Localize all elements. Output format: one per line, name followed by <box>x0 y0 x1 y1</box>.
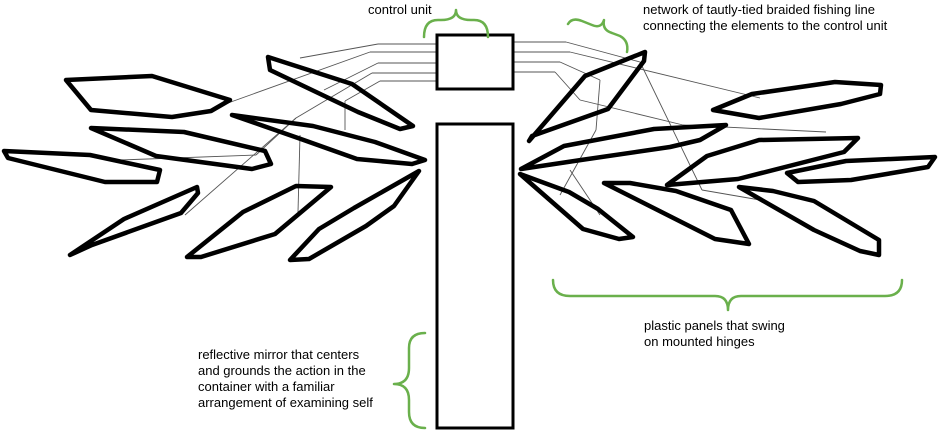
mirror-label: reflective mirror that centers and groun… <box>198 347 373 411</box>
plastic-panel <box>784 154 938 185</box>
plastic-panel <box>287 168 422 263</box>
fishing-line <box>569 51 761 99</box>
control-unit-box <box>435 33 515 91</box>
fishing-line <box>299 43 379 59</box>
plastic-panel <box>63 73 233 120</box>
plastic-panel <box>526 49 648 144</box>
control-unit-label: control unit <box>368 2 432 18</box>
network-label-line-1: network of tautly-tied braided fishing l… <box>643 2 875 17</box>
mirror-bracket <box>392 331 427 430</box>
panels-bracket <box>551 278 904 312</box>
plastic-panel <box>664 135 861 188</box>
panels-label-line-1: plastic panels that swing <box>644 318 785 333</box>
network-bracket <box>566 18 629 54</box>
plastic-panel <box>229 112 428 167</box>
fishing-line <box>227 51 371 104</box>
reflective-mirror <box>435 122 515 430</box>
plastic-panel <box>736 184 882 258</box>
plastic-panel <box>67 184 201 258</box>
fishing-line <box>595 79 601 131</box>
fishing-line <box>295 72 373 119</box>
left-panels <box>1 54 428 263</box>
plastic-panel <box>710 79 884 121</box>
fishing-line <box>701 189 761 201</box>
fishing-line <box>559 61 601 81</box>
plastic-panel <box>601 180 752 247</box>
plastic-panel <box>1 148 163 185</box>
panels-label: plastic panels that swing on mounted hin… <box>644 318 785 350</box>
plastic-panel <box>518 122 729 172</box>
plastic-panel <box>517 171 636 242</box>
mirror-label-line-1: reflective mirror that centers <box>198 347 360 362</box>
fishing-line <box>579 99 684 126</box>
fishing-line <box>554 71 581 101</box>
fishing-line <box>323 62 379 91</box>
right-panels <box>517 49 938 258</box>
fishing-line <box>119 154 257 161</box>
network-label-line-2: connecting the elements to the control u… <box>643 18 888 33</box>
fishing-line <box>297 134 301 213</box>
plastic-panel <box>184 183 334 260</box>
control-unit-bracket <box>422 8 490 39</box>
mirror-label-line-3: container with a familiar <box>198 379 335 394</box>
mirror-label-line-4: arrangement of examining self <box>198 395 373 410</box>
control-unit-label-text: control unit <box>368 2 432 17</box>
plastic-panel <box>265 54 416 132</box>
network-label: network of tautly-tied braided fishing l… <box>643 2 887 34</box>
mirror-label-line-2: and grounds the action in the <box>198 363 366 378</box>
panels-label-line-2: on mounted hinges <box>644 334 755 349</box>
plastic-panel <box>88 125 274 172</box>
annotation-brackets <box>392 8 904 430</box>
